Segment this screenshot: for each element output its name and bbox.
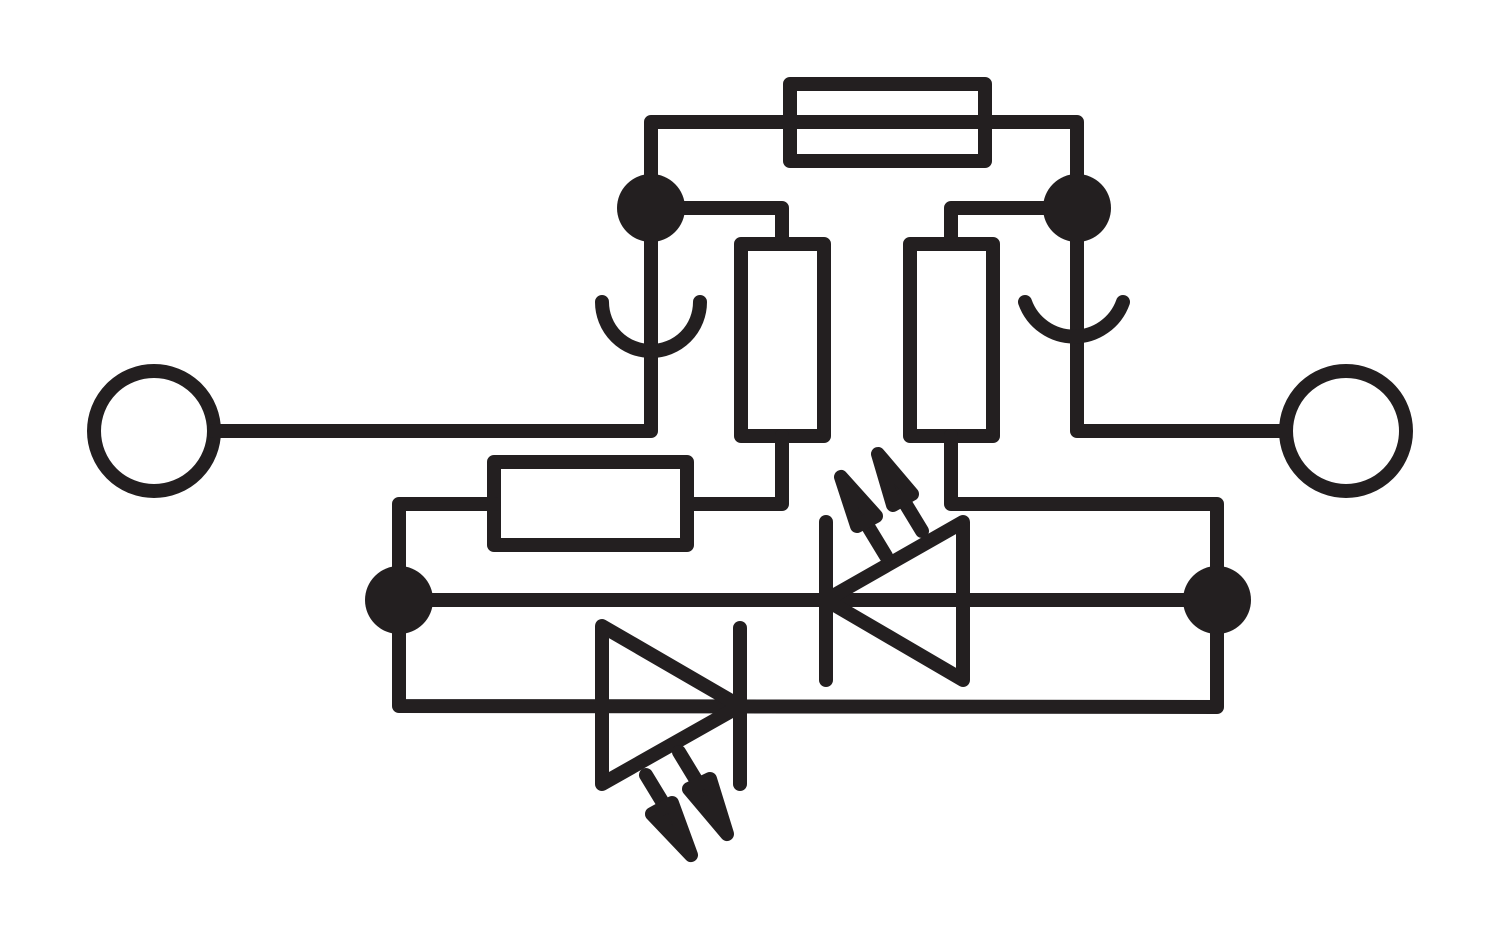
wire-right-resistor-to-right-node <box>944 429 1224 607</box>
wire-right-terminal <box>1070 201 1293 438</box>
wire-top-bus <box>644 115 1084 215</box>
photodiode <box>819 447 970 687</box>
junction-node-bottom-left <box>365 566 433 634</box>
terminal-right <box>1279 364 1413 498</box>
wire-left-node-to-resistor <box>644 201 789 251</box>
junction-node-bottom-right <box>1183 566 1251 634</box>
resistor-vertical-right <box>903 237 1000 443</box>
wire-right-node-to-resistor <box>944 201 1084 251</box>
connection-arc-left <box>595 295 707 358</box>
junction-node-top-right <box>1043 174 1111 242</box>
connection-arc-right <box>1018 295 1130 344</box>
wire-bottom-bus <box>392 593 1224 714</box>
light-emitting-diode <box>595 619 747 862</box>
resistor-horizontal <box>487 455 694 552</box>
terminal-left <box>87 364 221 498</box>
wire-left-terminal <box>207 201 658 438</box>
wire-left-resistor-to-horizontal-resistor <box>680 429 789 511</box>
junction-node-top-left <box>617 174 685 242</box>
resistor-vertical-left <box>734 237 831 443</box>
